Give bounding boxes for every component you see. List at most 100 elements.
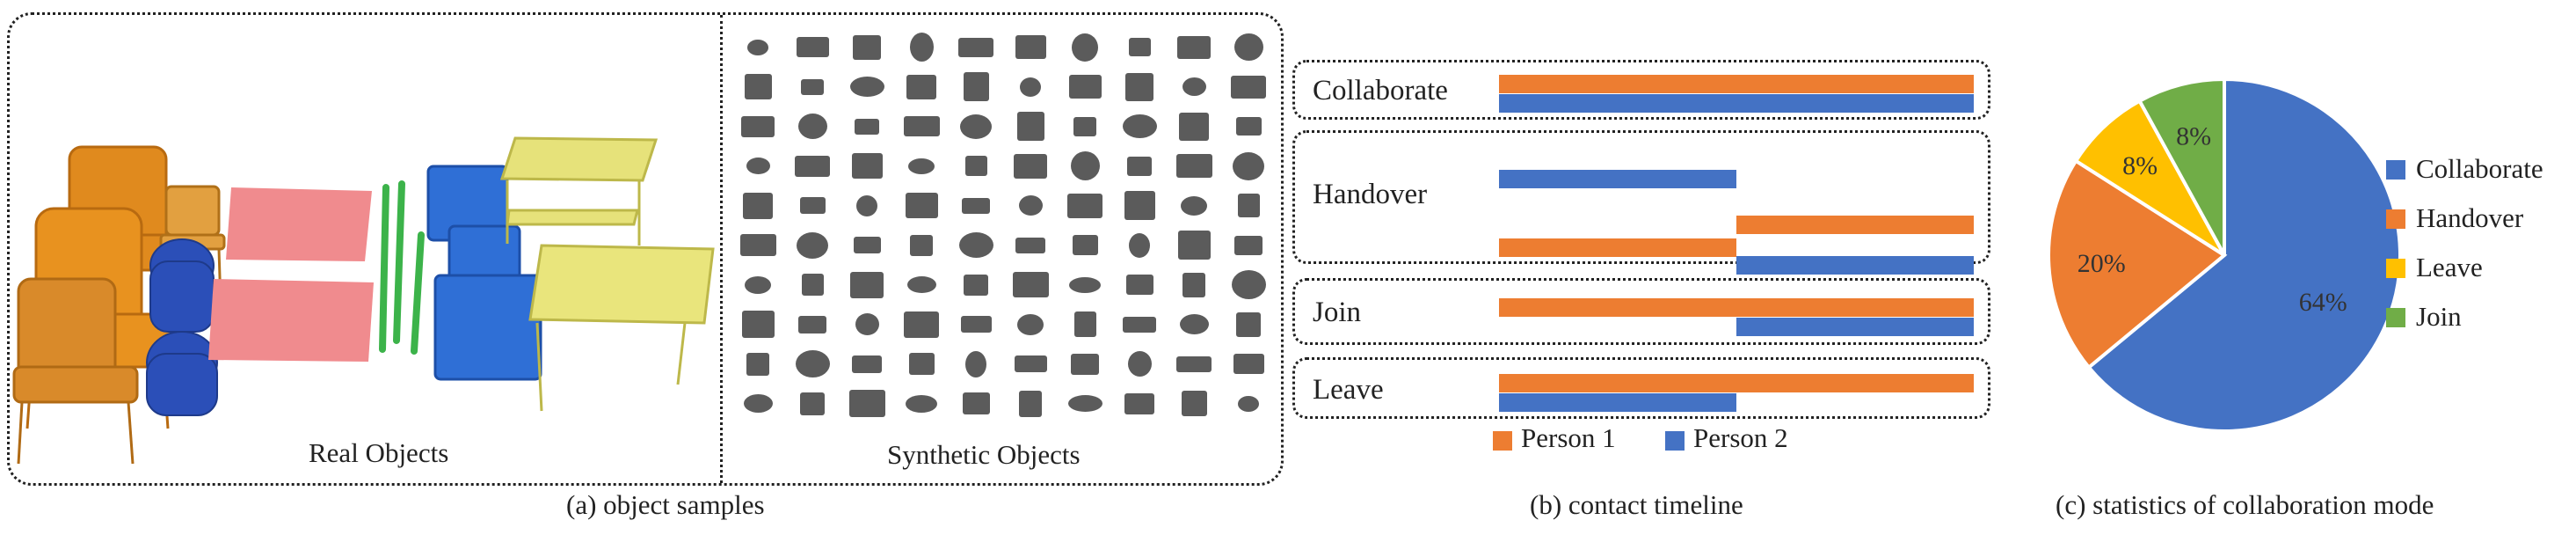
synthetic-object-thumbnail (906, 74, 936, 99)
pie-data-label: 8% (2122, 151, 2158, 180)
pie-data-label: 20% (2078, 249, 2126, 278)
blue-crates (426, 165, 542, 381)
synthetic-object-thumbnail (958, 37, 993, 57)
synthetic-object-thumbnail (801, 78, 824, 95)
timeline-bar-person-1 (1499, 238, 1736, 257)
synthetic-object-thumbnail (850, 271, 884, 298)
synthetic-object-thumbnail (1017, 313, 1044, 335)
synthetic-object-thumbnail (962, 197, 990, 214)
synthetic-object-thumbnail (1238, 395, 1259, 412)
synthetic-object-thumbnail (855, 118, 879, 135)
synthetic-object-thumbnail (746, 158, 770, 174)
synthetic-object-thumbnail (1177, 231, 1211, 260)
timeline-row-label: Leave (1313, 374, 1384, 406)
synthetic-object-thumbnail (1235, 117, 1262, 136)
synthetic-object-thumbnail (908, 158, 935, 174)
timeline-bar-person-1 (1499, 374, 1974, 392)
synthetic-object-thumbnail (1181, 195, 1207, 216)
synthetic-object-thumbnail (800, 392, 825, 415)
synthetic-object-thumbnail (1072, 33, 1098, 62)
synthetic-object-thumbnail (1181, 391, 1207, 416)
synthetic-object-thumbnail (744, 74, 772, 99)
synthetic-object-thumbnail (1231, 75, 1266, 99)
synthetic-object-thumbnail (743, 192, 773, 219)
synthetic-object-thumbnail (905, 193, 938, 218)
synthetic-object-thumbnail (1015, 35, 1046, 59)
synthetic-object-thumbnail (1182, 77, 1206, 96)
synthetic-object-thumbnail (910, 234, 933, 256)
synthetic-object-thumbnail (1073, 311, 1096, 337)
pie-data-label: 8% (2176, 121, 2211, 150)
synthetic-object-thumbnail (1233, 151, 1264, 180)
synthetic-object-thumbnail (853, 237, 881, 253)
pie-data-label: 64% (2299, 288, 2347, 317)
pie-legend-label-join: Join (2416, 301, 2462, 332)
pie-slice-collaborate (2086, 77, 2402, 433)
timeline-row-label: Collaborate (1313, 75, 1448, 106)
synthetic-objects-label: Synthetic Objects (887, 439, 1081, 470)
timeline-bar-person-2 (1499, 393, 1736, 412)
synthetic-object-thumbnail (1019, 390, 1042, 417)
synthetic-object-thumbnail (745, 275, 771, 294)
synthetic-object-thumbnail (1012, 272, 1049, 297)
synthetic-object-thumbnail (1237, 194, 1260, 217)
synthetic-object-thumbnail (1231, 270, 1266, 299)
synthetic-object-thumbnail (853, 34, 881, 60)
pie-legend-swatch-handover (2386, 209, 2405, 229)
synthetic-object-thumbnail (1067, 193, 1102, 218)
legend-label-person-1: Person 1 (1521, 422, 1616, 453)
pie-legend-swatch-collaborate (2386, 160, 2405, 180)
collaboration-stats-caption: (c) statistics of collaboration mode (2056, 489, 2434, 520)
synthetic-object-thumbnail (1176, 355, 1212, 372)
synthetic-object-thumbnail (1067, 395, 1102, 412)
timeline-row-handover: Handover (1292, 130, 1990, 275)
legend-swatch-person-1 (1493, 431, 1512, 451)
pie-slice-join (2136, 77, 2226, 256)
timeline-bar-person-2 (1499, 94, 1974, 113)
synthetic-object-thumbnail (1072, 235, 1098, 255)
synthetic-object-thumbnail (743, 394, 773, 413)
synthetic-object-thumbnail (747, 39, 768, 55)
synthetic-object-thumbnail (1073, 116, 1096, 136)
green-poles (379, 180, 425, 355)
synthetic-object-thumbnail (1175, 154, 1212, 178)
timeline-row-label: Handover (1313, 179, 1428, 210)
synthetic-object-thumbnail (796, 37, 829, 57)
synthetic-object-thumbnail (1127, 156, 1152, 176)
synthetic-object-thumbnail (906, 394, 937, 413)
synthetic-object-thumbnail (1182, 272, 1205, 297)
timeline-bar-person-2 (1736, 318, 1974, 336)
synthetic-object-thumbnail (797, 231, 828, 259)
panel-divider (720, 15, 723, 483)
synthetic-object-thumbnail (795, 350, 830, 377)
timeline-bar-person-1 (1499, 75, 1974, 93)
synthetic-object-thumbnail (851, 153, 883, 179)
synthetic-object-thumbnail (960, 316, 992, 333)
pie-legend-swatch-join (2386, 308, 2405, 327)
synthetic-object-thumbnail (1129, 232, 1150, 258)
real-objects-label: Real Objects (309, 437, 449, 468)
orange-chair-3 (12, 277, 139, 465)
yellow-table-1 (499, 136, 659, 246)
timeline-row-label: Join (1313, 297, 1362, 328)
synthetic-object-thumbnail (1125, 275, 1153, 295)
synthetic-object-thumbnail (1233, 33, 1263, 61)
synthetic-objects-grid (731, 27, 1276, 423)
synthetic-object-thumbnail (1125, 72, 1153, 101)
synthetic-object-thumbnail (741, 311, 775, 338)
synthetic-object-thumbnail (1014, 153, 1047, 179)
synthetic-object-thumbnail (1068, 75, 1102, 99)
synthetic-object-thumbnail (909, 33, 934, 62)
object-samples-caption: (a) object samples (566, 489, 765, 520)
pink-board-2 (208, 279, 374, 362)
timeline-bar-person-1 (1736, 216, 1974, 234)
timeline-row-collaborate: Collaborate (1292, 60, 1990, 120)
contact-timeline-caption: (b) contact timeline (1530, 489, 1743, 520)
synthetic-object-thumbnail (965, 350, 986, 377)
synthetic-object-thumbnail (797, 114, 827, 139)
timeline-bar-person-2 (1499, 170, 1736, 188)
blue-water-jug (146, 238, 218, 416)
synthetic-object-thumbnail (904, 311, 939, 338)
real-objects-illustration (12, 136, 715, 465)
synthetic-object-thumbnail (849, 77, 884, 97)
